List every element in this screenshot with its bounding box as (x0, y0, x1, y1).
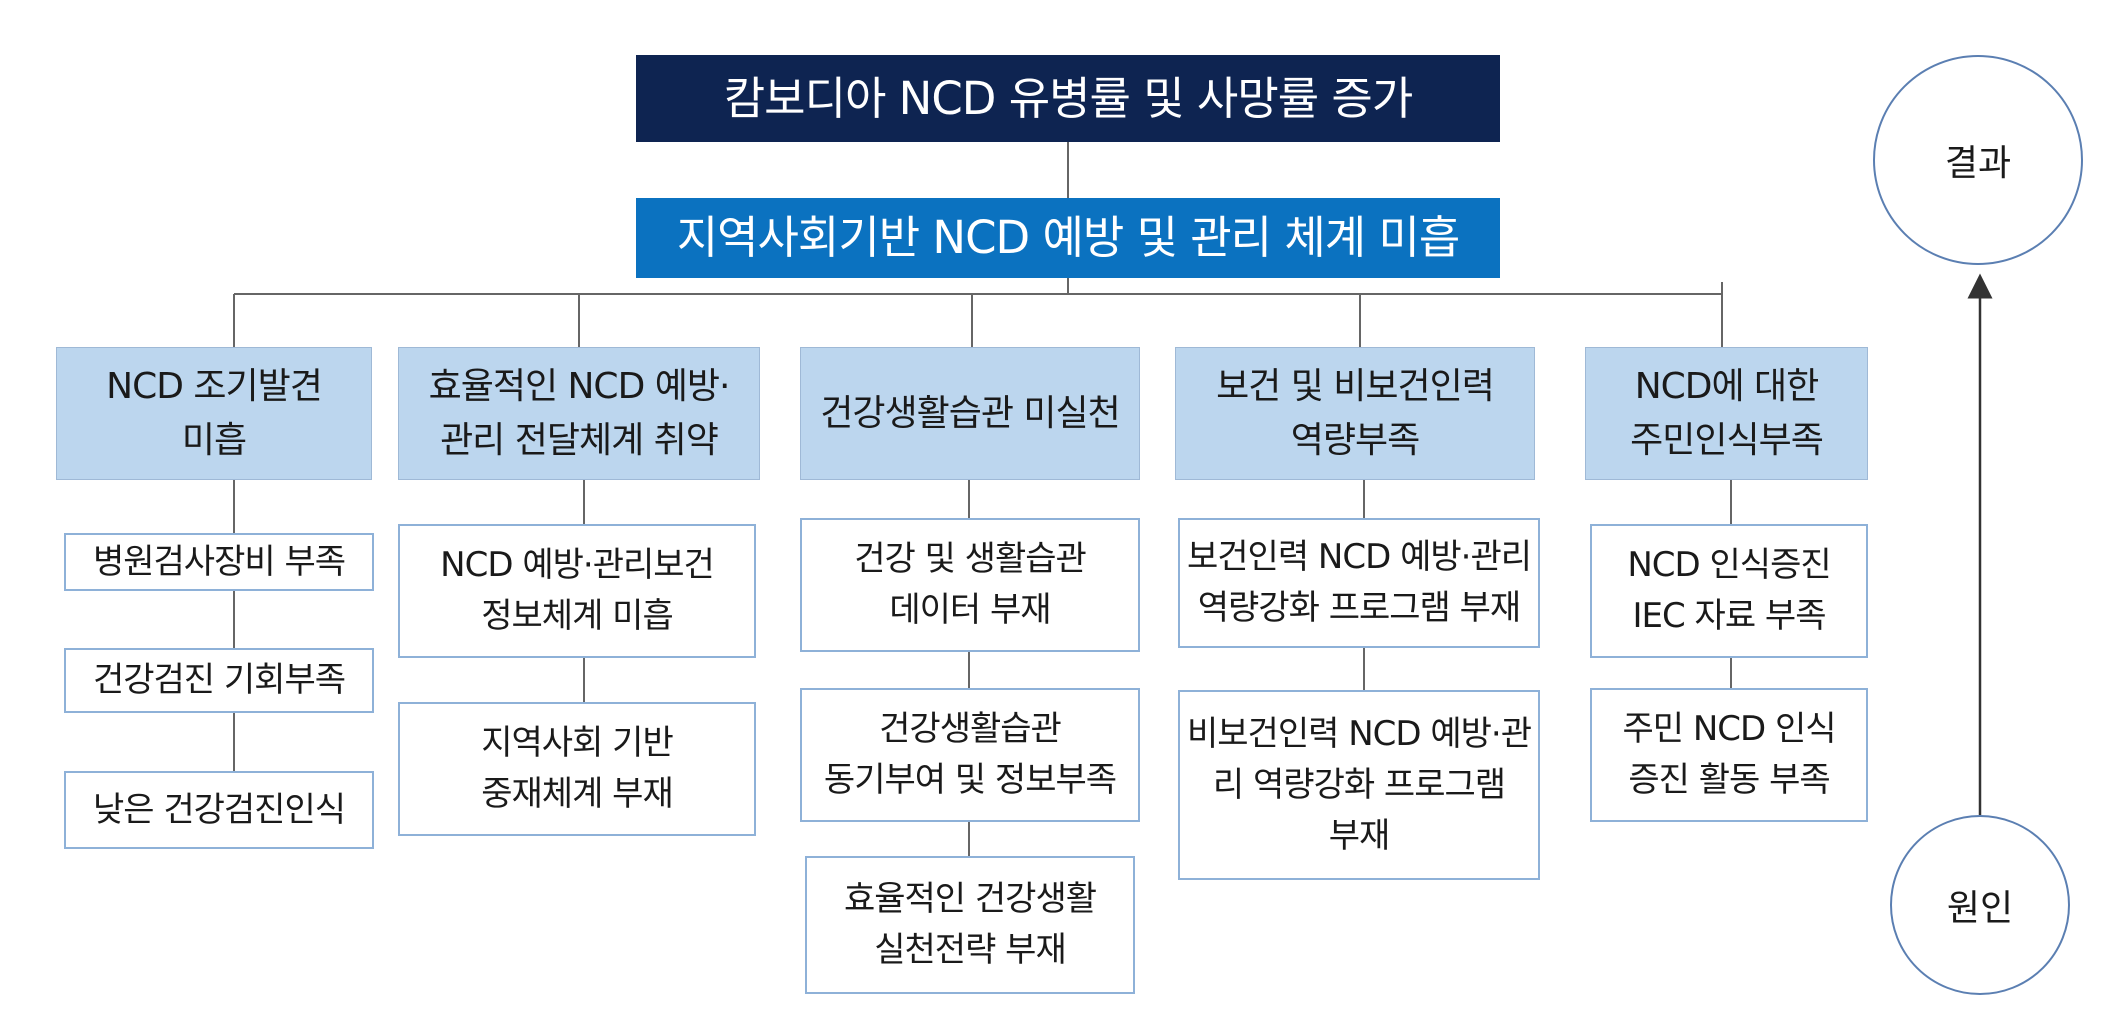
cause-label: NCD 인식증진 IEC 자료 부족 (1627, 545, 1831, 636)
cause-box-1-2: 건강검진 기회부족 (64, 648, 374, 713)
cause-label: 건강생활습관 동기부여 및 정보부족 (823, 709, 1117, 800)
cause-box-1-3: 낮은 건강검진인식 (64, 771, 374, 849)
top-outcome-label: 캄보디아 NCD 유병률 및 사망률 증가 (723, 71, 1413, 125)
category-box-1: NCD 조기발견 미흡 (56, 347, 372, 480)
cause-label: 지역사회 기반 중재체계 부재 (481, 723, 673, 814)
category-label: NCD 조기발견 미흡 (106, 365, 323, 461)
category-label: 건강생활습관 미실천 (820, 392, 1121, 434)
top-outcome-box: 캄보디아 NCD 유병률 및 사망률 증가 (636, 55, 1500, 142)
cause-box-1-1: 병원검사장비 부족 (64, 533, 374, 591)
cause-label: 보건인력 NCD 예방·관리 역량강화 프로그램 부재 (1186, 537, 1532, 628)
result-circle: 결과 (1873, 55, 2083, 265)
cause-box-4-1: 보건인력 NCD 예방·관리 역량강화 프로그램 부재 (1178, 518, 1540, 648)
cause-box-5-2: 주민 NCD 인식 증진 활동 부족 (1590, 688, 1868, 822)
cause-box-4-2: 비보건인력 NCD 예방·관 리 역량강화 프로그램 부재 (1178, 690, 1540, 880)
category-box-4: 보건 및 비보건인력 역량부족 (1175, 347, 1535, 480)
cause-label: 건강 및 생활습관 데이터 부재 (854, 539, 1087, 630)
cause-box-2-2: 지역사회 기반 중재체계 부재 (398, 702, 756, 836)
core-problem-label: 지역사회기반 NCD 예방 및 관리 체계 미흡 (676, 211, 1461, 265)
cause-box-5-1: NCD 인식증진 IEC 자료 부족 (1590, 524, 1868, 658)
cause-circle: 원인 (1890, 815, 2070, 995)
result-label: 결과 (1944, 143, 2012, 184)
cause-circle-label: 원인 (1946, 888, 2014, 929)
category-label: 보건 및 비보건인력 역량부족 (1216, 365, 1495, 461)
category-box-2: 효율적인 NCD 예방· 관리 전달체계 취약 (398, 347, 760, 480)
category-label: 효율적인 NCD 예방· 관리 전달체계 취약 (428, 365, 731, 461)
cause-box-2-1: NCD 예방·관리보건 정보체계 미흡 (398, 524, 756, 658)
cause-box-3-3: 효율적인 건강생활 실천전략 부재 (805, 856, 1135, 994)
cause-label: 병원검사장비 부족 (92, 541, 346, 582)
core-problem-box: 지역사회기반 NCD 예방 및 관리 체계 미흡 (636, 198, 1500, 278)
cause-label: 비보건인력 NCD 예방·관 리 역량강화 프로그램 부재 (1186, 713, 1532, 856)
cause-label: 주민 NCD 인식 증진 활동 부족 (1622, 709, 1836, 800)
category-label: NCD에 대한 주민인식부족 (1630, 365, 1824, 461)
cause-box-3-1: 건강 및 생활습관 데이터 부재 (800, 518, 1140, 652)
cause-label: NCD 예방·관리보건 정보체계 미흡 (440, 545, 715, 636)
cause-box-3-2: 건강생활습관 동기부여 및 정보부족 (800, 688, 1140, 822)
category-box-3: 건강생활습관 미실천 (800, 347, 1140, 480)
cause-label: 효율적인 건강생활 실천전략 부재 (843, 879, 1097, 970)
cause-label: 낮은 건강검진인식 (92, 789, 346, 830)
category-box-5: NCD에 대한 주민인식부족 (1585, 347, 1868, 480)
cause-label: 건강검진 기회부족 (92, 660, 346, 700)
